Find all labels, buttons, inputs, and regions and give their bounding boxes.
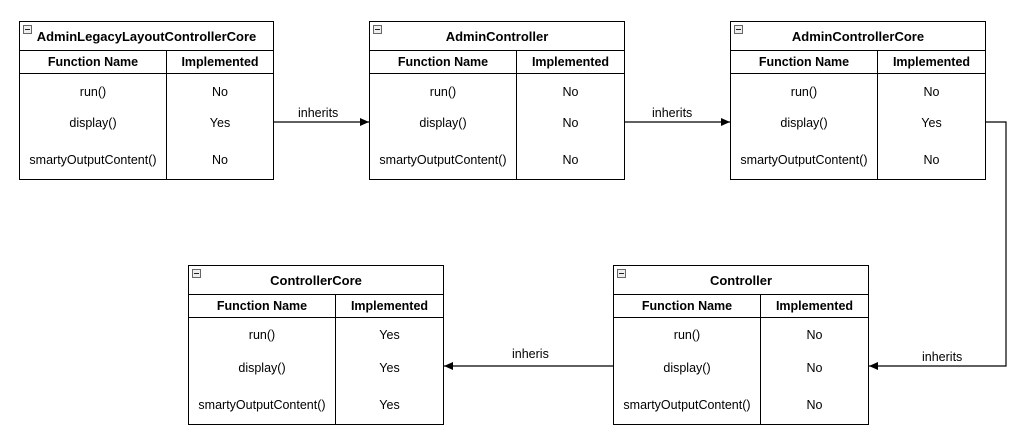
node-title: AdminController [445,29,549,44]
implemented-cell: No [806,361,823,375]
implemented-cell: Yes [379,328,400,342]
node-header: AdminLegacyLayoutControllerCore [20,22,273,51]
function-name-column: run() display() smartyOutputContent() [370,74,517,180]
implemented-cell: Yes [379,398,400,412]
function-name-cell: display() [780,116,828,130]
implemented-cell: Yes [209,116,231,130]
function-name-cell: smartyOutputContent() [740,153,868,167]
implemented-cell: No [562,153,579,167]
column-header-row: Function Name Implemented [20,51,273,74]
implemented-cell: No [562,116,579,130]
implemented-cell: No [212,153,228,167]
edge-label: inherits [297,106,340,120]
function-name-cell: run() [79,85,107,99]
function-name-cell: run() [790,85,818,99]
node-header: AdminControllerCore [731,22,985,51]
collapse-icon[interactable] [23,25,32,34]
function-name-cell: smartyOutputContent() [379,153,507,167]
function-name-cell: run() [673,328,701,342]
implemented-cell: No [806,328,823,342]
function-name-cell: smartyOutputContent() [198,398,326,412]
node-title: ControllerCore [270,273,362,288]
column-header-function-name: Function Name [614,295,761,317]
inheritance-arrow[interactable] [869,121,1007,370]
column-header-function-name: Function Name [731,51,878,73]
node-title: AdminControllerCore [791,29,925,44]
implemented-cell: Yes [921,116,942,130]
column-header-function-name: Function Name [20,51,167,73]
implemented-cell: No [923,153,940,167]
edge-label: inheris [511,347,550,361]
implemented-cell: Yes [379,361,400,375]
column-header-row: Function Name Implemented [370,51,624,74]
edge-label: inherits [651,106,694,120]
column-header-implemented: Implemented [892,55,971,69]
node-header: AdminController [370,22,624,51]
function-name-cell: run() [429,85,457,99]
function-name-cell: run() [248,328,276,342]
node-header: Controller [614,266,868,295]
function-name-cell: smartyOutputContent() [29,153,157,167]
function-name-cell: display() [663,361,711,375]
node-title: AdminLegacyLayoutControllerCore [36,29,257,44]
implemented-cell: No [562,85,579,99]
function-name-column: run() display() smartyOutputContent() [20,74,167,180]
implemented-cell: No [212,85,228,99]
column-header-row: Function Name Implemented [731,51,985,74]
column-header-implemented: Implemented [350,299,429,313]
column-header-row: Function Name Implemented [614,295,868,318]
node-title: Controller [709,273,773,288]
function-name-column: run() display() smartyOutputContent() [189,318,336,425]
column-header-implemented: Implemented [531,55,610,69]
column-header-function-name: Function Name [189,295,336,317]
collapse-icon[interactable] [373,25,382,34]
function-name-column: run() display() smartyOutputContent() [614,318,761,425]
column-header-implemented: Implemented [775,299,854,313]
implemented-cell: No [806,398,823,412]
function-name-cell: display() [419,116,467,130]
edge-label: inherits [921,350,964,364]
collapse-icon[interactable] [734,25,743,34]
column-header-implemented: Implemented [181,55,259,69]
column-header-function-name: Function Name [370,51,517,73]
function-name-cell: display() [69,116,117,130]
implemented-cell: No [923,85,940,99]
function-name-column: run() display() smartyOutputContent() [731,74,878,180]
collapse-icon[interactable] [617,269,626,278]
column-header-row: Function Name Implemented [189,295,443,318]
node-header: ControllerCore [189,266,443,295]
function-name-cell: display() [238,361,286,375]
collapse-icon[interactable] [192,269,201,278]
function-name-cell: smartyOutputContent() [623,398,751,412]
